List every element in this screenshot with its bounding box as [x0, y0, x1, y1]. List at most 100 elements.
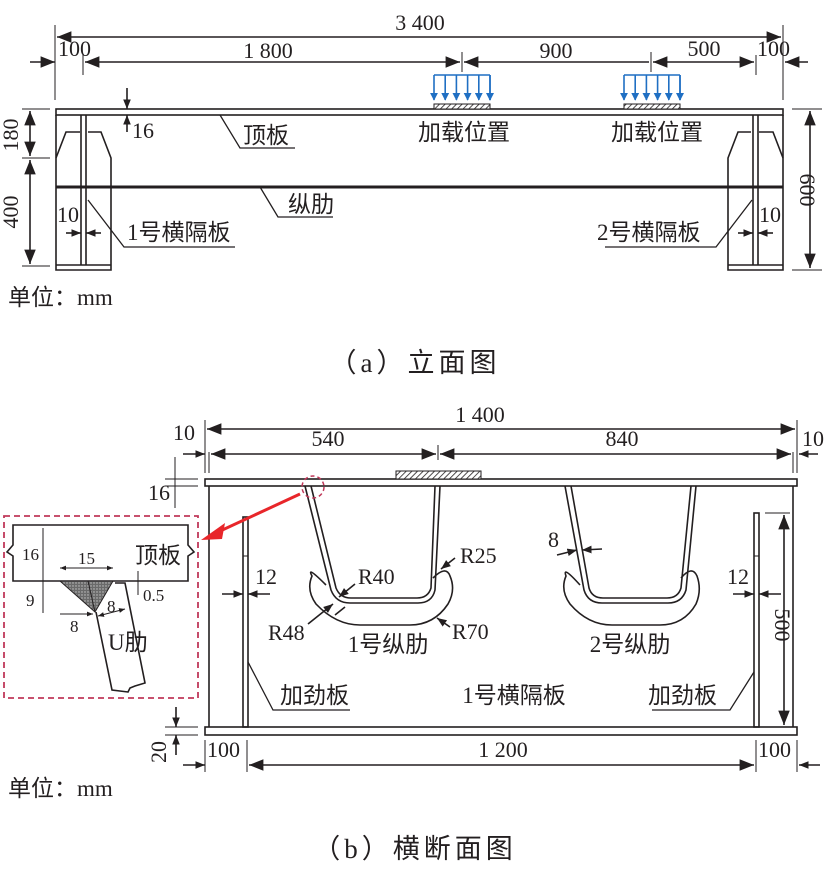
- tick: [334, 606, 346, 616]
- dim-bottom-mid: 1 200: [478, 737, 528, 762]
- dim-bottom-plate-thickness: 20: [146, 741, 171, 763]
- dim-left-to-load: 540: [312, 426, 345, 451]
- unit-label-a: 单位：mm: [8, 285, 113, 310]
- dim-diaphragm1-thickness: 10: [57, 202, 79, 227]
- label-diaphragm-1-b: 1号横隔板: [462, 683, 566, 708]
- stiffener-right: [753, 512, 760, 728]
- leader-line: [259, 186, 333, 218]
- dim-lower-height: 400: [0, 196, 23, 229]
- cutout-outline: [562, 570, 701, 626]
- dim-top-plate-thickness: 16: [132, 118, 154, 143]
- dim-stiffener-height: 500: [770, 609, 795, 642]
- stiffener-plate: [242, 516, 249, 728]
- dim-to-first-load: 1 800: [243, 38, 293, 63]
- u-rib-inner: [310, 485, 436, 599]
- label-stiffener-left: 加劲板: [280, 683, 349, 708]
- leader-line: [605, 199, 753, 248]
- detail-gap: 0.5: [143, 586, 164, 605]
- leader-line: [87, 199, 235, 248]
- radius-r40: R40: [358, 564, 395, 589]
- label-load-position-1: 加载位置: [418, 120, 510, 145]
- cross-section-view: 1 400 10 540 840 10 16 12 加劲板: [3, 402, 824, 864]
- top-plate: [55, 108, 784, 116]
- elevation-view: 3 400 100 1 800 900 500 100 加载位置 加载位置 16: [0, 10, 822, 378]
- dim-load-to-right: 840: [606, 426, 639, 451]
- bottom-plate: [204, 726, 798, 736]
- diaphragm-outline: [759, 131, 784, 159]
- u-rib-inner: [570, 485, 692, 599]
- dim-bottom-left: 100: [207, 737, 240, 762]
- radius-pointer-r25: [440, 557, 456, 570]
- load-pad: [623, 103, 681, 110]
- dim-left-stiffener: 12: [255, 564, 277, 589]
- detail-top-plate: [5, 524, 196, 582]
- diaphragm-2: [727, 115, 784, 271]
- u-rib-1: [304, 485, 454, 626]
- dim-top-plate-thickness-b: 16: [148, 480, 170, 505]
- dim-total-width: 1 400: [455, 402, 505, 427]
- load-group-1: [430, 74, 494, 110]
- radius-pointer-r70: [436, 617, 451, 628]
- radius-r25: R25: [460, 543, 497, 568]
- radius-r48: R48: [268, 620, 305, 645]
- dim-arrow: [556, 548, 578, 557]
- detail-root-offset: 8: [70, 617, 79, 636]
- detail-frame: [3, 515, 199, 699]
- diaphragm-outline: [55, 131, 80, 159]
- label-rib-1: 1号纵肋: [348, 632, 429, 657]
- detail-weld-width: 15: [78, 549, 95, 568]
- load-group-2: [620, 74, 684, 110]
- weld-root: [87, 580, 96, 613]
- weld-detail-inset: 顶板 U肋 16 15 9 8 8 0.5: [3, 515, 199, 699]
- dim-between-loads: 900: [540, 38, 573, 63]
- dim-bottom-right: 100: [758, 737, 791, 762]
- detail-rib-thickness: 8: [107, 597, 116, 616]
- stiffener-plate: [753, 512, 760, 728]
- label-rib-2: 2号纵肋: [590, 632, 671, 657]
- stiffener-left: [242, 516, 249, 728]
- unit-label-b: 单位：mm: [8, 776, 113, 801]
- diaphragm-outline: [55, 115, 112, 271]
- detail-u-rib: [95, 582, 146, 693]
- detail-label-top-plate: 顶板: [135, 543, 181, 568]
- dim-diaphragm2-thickness: 10: [759, 202, 781, 227]
- detail-pointer-shaft: [217, 492, 301, 534]
- diaphragm-outline: [727, 115, 784, 271]
- detail-pointer-arrowhead: [201, 523, 225, 540]
- radius-pointer-r40: [338, 583, 356, 598]
- detail-callout-circle: [301, 475, 325, 499]
- diaphragm-1: [55, 115, 112, 271]
- detail-dim-rib: [97, 608, 126, 617]
- dim-left-edge: 10: [173, 420, 195, 445]
- dim-upper-height: 180: [0, 119, 23, 152]
- label-stiffener-right: 加劲板: [648, 683, 717, 708]
- dim-total-length: 3 400: [395, 10, 445, 35]
- detail-plate-thickness: 16: [22, 545, 39, 564]
- leader-line: [652, 671, 755, 711]
- weld-fillet: [58, 580, 114, 613]
- dim-rib-thickness: 8: [548, 527, 559, 552]
- label-top-plate: 顶板: [243, 123, 289, 148]
- label-diaphragm-2: 2号横隔板: [597, 220, 701, 245]
- detail-label-u-rib: U肋: [108, 630, 148, 655]
- leader-line: [247, 661, 350, 711]
- u-rib-2: [562, 485, 701, 626]
- load-pad: [395, 470, 482, 480]
- radius-r70: R70: [452, 619, 489, 644]
- dim-right-edge: 10: [802, 426, 824, 451]
- dim-right-overhang: 100: [757, 36, 790, 61]
- cutout-outline: [308, 570, 454, 626]
- label-diaphragm-1: 1号横隔板: [127, 220, 231, 245]
- dim-arrow: [581, 545, 603, 554]
- dim-right-stiffener: 12: [727, 564, 749, 589]
- u-rib-outer: [564, 485, 697, 604]
- load-pad: [433, 103, 491, 110]
- radius-pointer-r48: [307, 603, 334, 625]
- caption-b: （b）横断面图: [313, 834, 517, 864]
- caption-a: （a）立面图: [330, 348, 501, 378]
- dim-total-height: 600: [795, 174, 820, 207]
- label-load-position-2: 加载位置: [611, 120, 703, 145]
- label-longitudinal-rib: 纵肋: [288, 192, 334, 217]
- top-plate: [204, 478, 798, 487]
